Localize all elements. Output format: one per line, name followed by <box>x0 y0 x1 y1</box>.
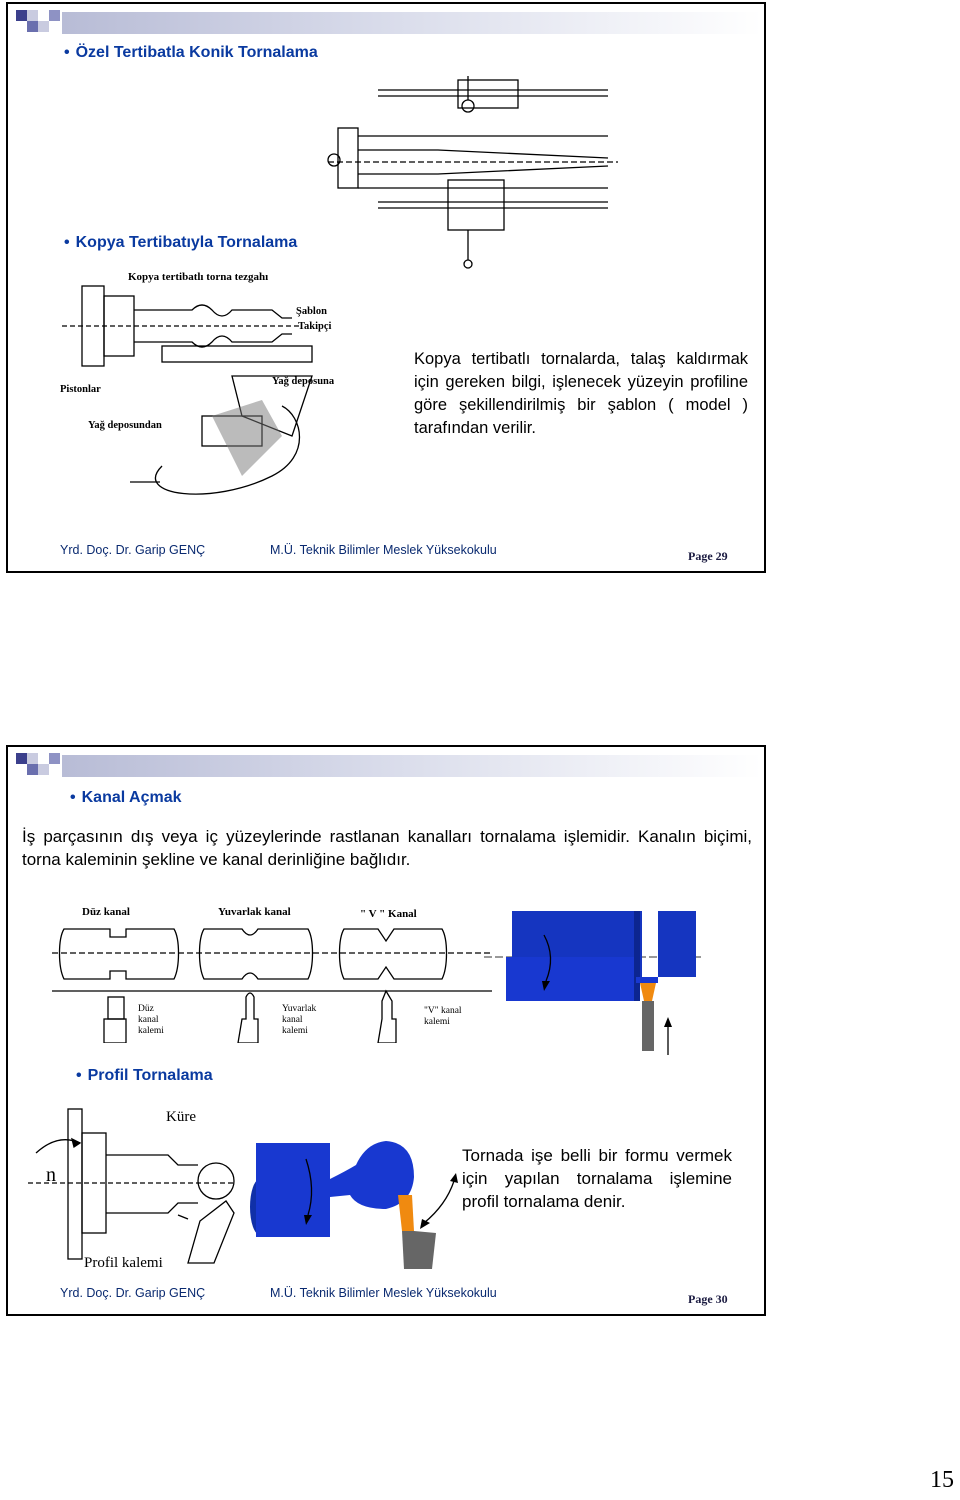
label-profil-kalemi: Profil kalemi <box>84 1255 163 1271</box>
page-number: Page 29 <box>688 549 728 563</box>
figure-title: Kopya tertibatlı torna tezgahı <box>128 271 268 283</box>
tool-label-1c: kalemi <box>138 1026 164 1036</box>
tool-label-1b: kanal <box>138 1015 159 1025</box>
groove-title-1: Düz kanal <box>82 906 130 918</box>
title-bar <box>16 753 762 781</box>
document-page-number: 15 <box>930 1467 954 1493</box>
label-sablon: Şablon <box>296 306 327 317</box>
label-yag-deposundan: Yağ deposundan <box>88 420 162 431</box>
label-kure: Küre <box>166 1109 196 1125</box>
tool-label-1a: Düz <box>138 1004 154 1014</box>
groove-title-2: Yuvarlak kanal <box>218 906 291 918</box>
kanal-description: İş parçasının dış veya iç yüzeylerinde r… <box>22 827 752 869</box>
tool-label-3b: kalemi <box>424 1017 450 1027</box>
footer-author: Yrd. Doç. Dr. Garip GENÇ <box>60 1286 206 1300</box>
label-n: n <box>46 1164 56 1186</box>
heading-profil: •Profil Tornalama <box>76 1067 213 1084</box>
tool-label-3a: "V" kanal <box>424 1006 462 1016</box>
title-bar <box>16 10 762 38</box>
footer-school: M.Ü. Teknik Bilimler Meslek Yüksekokulu <box>270 1286 497 1300</box>
heading-kanal: •Kanal Açmak <box>70 789 182 806</box>
page-number: Page 30 <box>688 1292 728 1306</box>
profil-description: Tornada işe belli bir formu vermek için … <box>462 1146 732 1211</box>
heading-kopya: •Kopya Tertibatıyla Tornalama <box>64 234 298 251</box>
tool-label-2b: kanal <box>282 1015 303 1025</box>
profile-turning-figure: n Küre Profil kalemi <box>28 1108 236 1271</box>
label-yag-deposuna: Yağ deposuna <box>272 376 335 387</box>
grooving-illustration <box>484 911 702 1055</box>
slide-page-30: •Kanal Açmak İş parçasının dış veya iç y… <box>6 745 766 1316</box>
taper-attachment-figure <box>327 76 618 269</box>
heading-konik: •Özel Tertibatla Konik Tornalama <box>64 44 318 61</box>
footer-school: M.Ü. Teknik Bilimler Meslek Yüksekokulu <box>270 543 497 557</box>
tool-label-2a: Yuvarlak <box>282 1004 317 1014</box>
label-pistonlar: Pistonlar <box>60 384 101 395</box>
groove-title-3: " V " Kanal <box>360 908 417 920</box>
copy-lathe-figure: Kopya tertibatlı torna tezgahı Şablon Ta… <box>60 271 335 495</box>
footer-author: Yrd. Doç. Dr. Garip GENÇ <box>60 543 206 557</box>
kopya-description: Kopya tertibatlı tornalarda, talaş kaldı… <box>414 350 748 437</box>
slide-page-29: •Özel Tertibatla Konik Tornalama •Kopya … <box>6 2 766 573</box>
groove-types-figure: Düz kanal Yuvarlak kanal " V " Kanal Düz… <box>52 906 492 1043</box>
tool-label-2c: kalemi <box>282 1026 308 1036</box>
label-takipci: Takipçi <box>298 321 332 332</box>
profile-turning-illustration <box>250 1141 458 1269</box>
